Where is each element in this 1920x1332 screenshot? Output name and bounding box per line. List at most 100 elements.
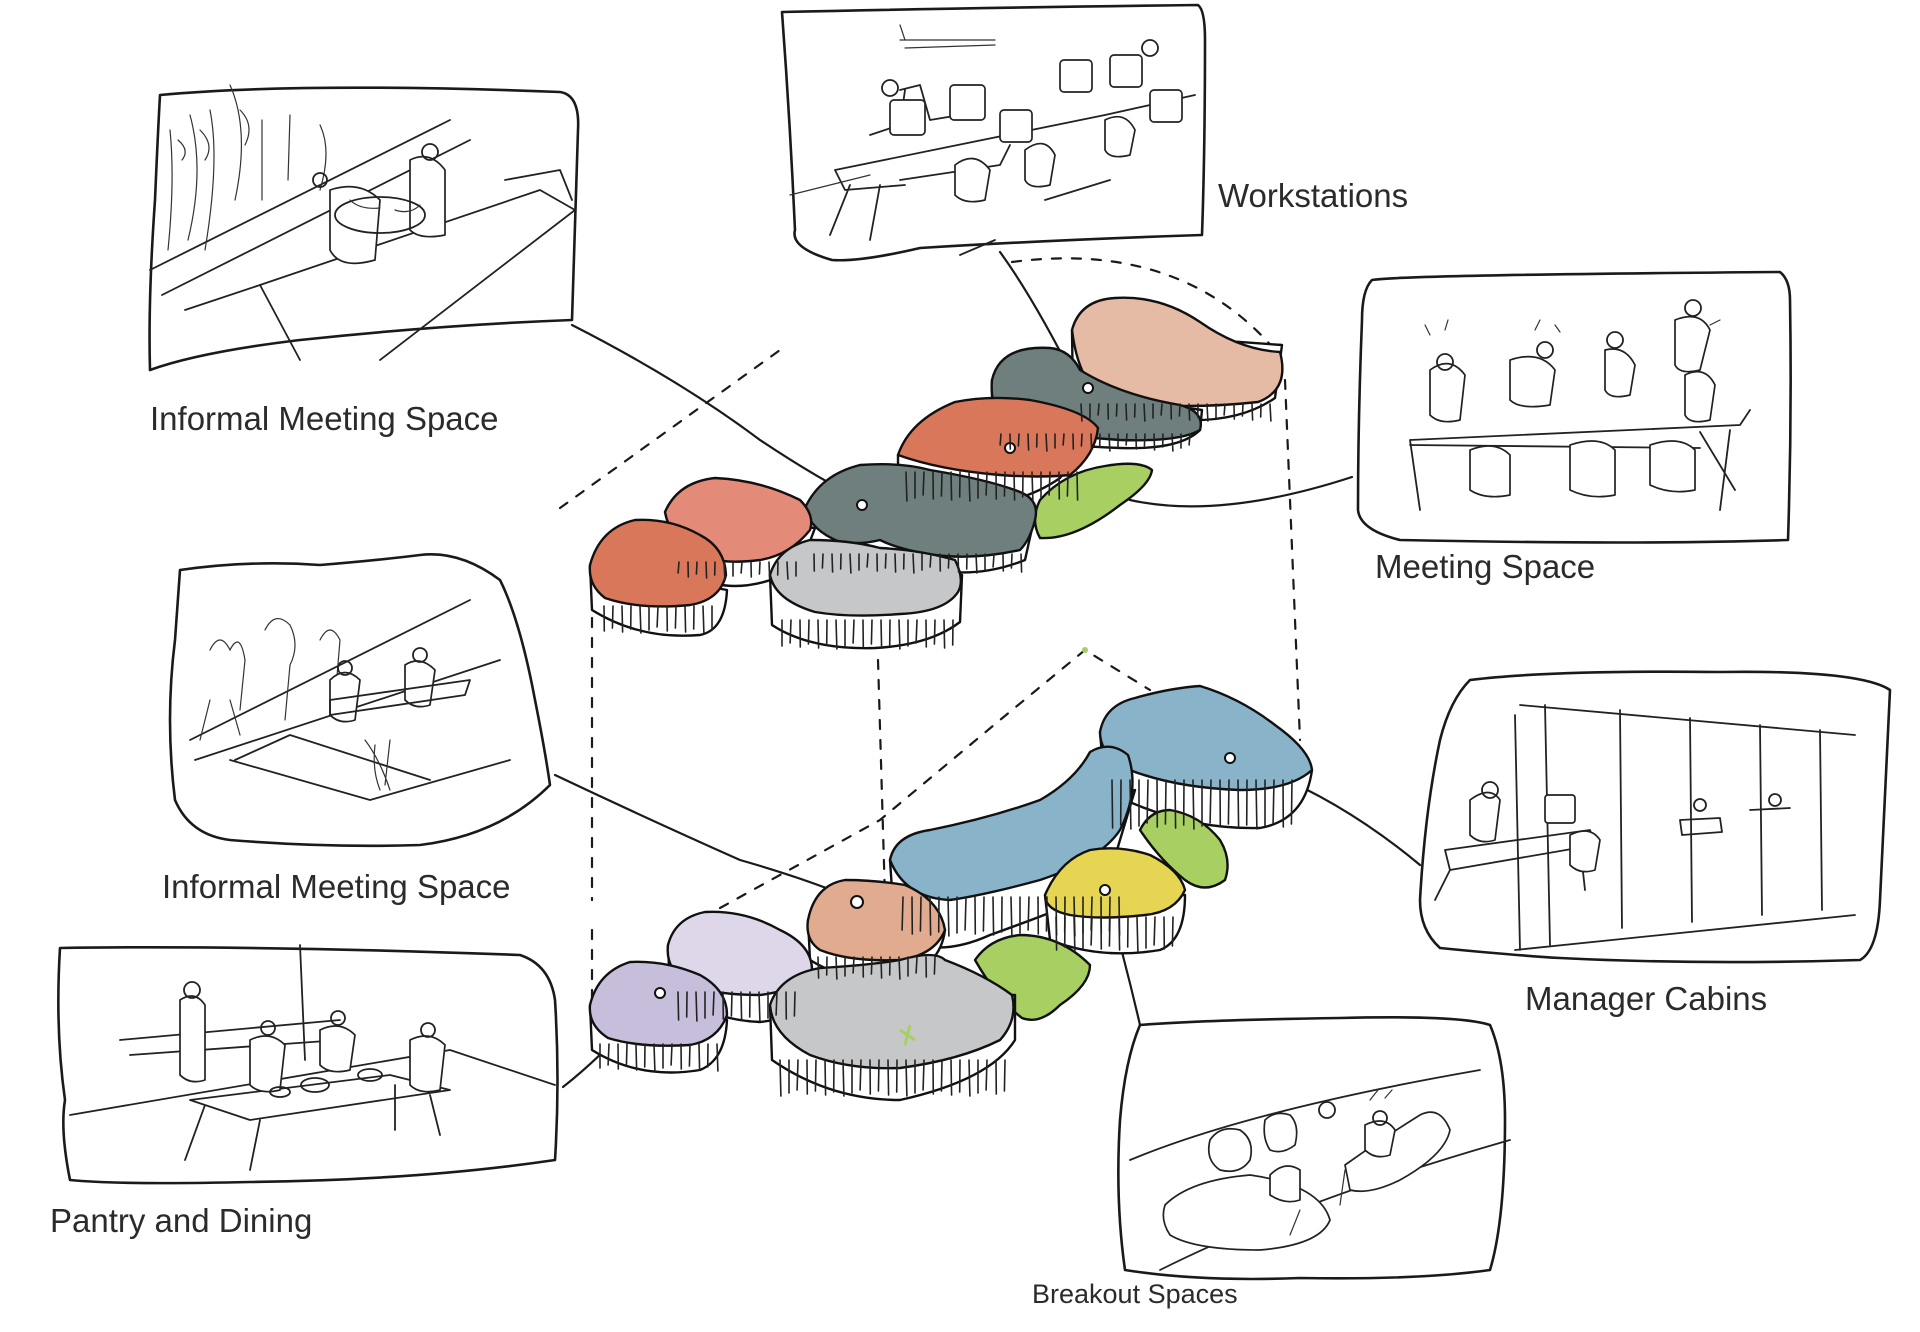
hatch-stroke [685,606,686,632]
hatch-stroke [822,554,823,568]
hatch-stroke [906,1060,907,1096]
hatch-stroke [678,562,679,573]
hatch-stroke [1273,780,1274,823]
sketch-breakout-spaces: Breakout Spaces [1032,1017,1510,1309]
hatch-stroke [969,1060,970,1096]
hatch-stroke [1137,917,1138,951]
hatch-stroke [1291,780,1292,824]
hatch-stroke [1011,554,1012,568]
hatch-stroke [696,562,697,574]
sketch-meeting-space: Meeting Space [1358,272,1791,585]
hatch-stroke [1081,404,1082,421]
hatch-stroke [1126,434,1127,445]
hatch-stroke [1189,434,1190,445]
block-gray-upper [770,540,962,648]
hatch-stroke [1210,780,1211,823]
label-breakout-spaces: Breakout Spaces [1032,1279,1238,1309]
label-manager-cabins: Manager Cabins [1525,980,1767,1017]
hatch-stroke [759,562,760,574]
hatch-stroke [780,1060,781,1096]
sketch-informal-meeting-upper [150,85,579,370]
hatch-stroke [706,562,707,578]
hatch-stroke [993,897,994,935]
hatch-stroke [1228,780,1229,824]
label-workstations: Workstations [1218,177,1408,214]
hatch-stroke [948,554,949,568]
hatch-stroke [1081,434,1082,446]
hatch-stroke [717,1044,718,1071]
hatch-stroke [622,606,623,632]
hatch-stroke [871,957,872,974]
hatch-stroke [731,992,732,1016]
hatch-stroke [871,620,872,644]
hatch-stroke [860,1060,861,1090]
hatch-stroke [976,554,977,573]
hatch-stroke [818,957,819,978]
hatch-stroke [836,957,837,979]
hatch-stroke [1172,434,1173,451]
hatch-stroke [626,1044,627,1066]
hatch-stroke [1147,780,1148,823]
hatch-stroke [965,897,966,930]
hatch-stroke [671,1044,672,1065]
hatch-stroke [1014,472,1015,500]
hatch-stroke [703,606,704,633]
hatch-stroke [759,992,760,1021]
hatch-stroke [1028,897,1029,930]
hatch-stroke [888,1060,889,1095]
hatch-stroke [678,992,679,1020]
hatch-stroke [1144,404,1145,421]
hatch-stroke [797,1060,798,1090]
hatch-stroke [1004,472,1005,496]
hatch-stroke [1179,404,1180,416]
hatch-stroke [1032,472,1033,501]
hatch-stroke [1109,434,1110,451]
hatch-stroke [1242,404,1243,416]
hatch-stroke [654,1044,655,1071]
hatch-stroke [923,472,924,495]
hatch-stroke [1119,917,1120,950]
hatch-stroke [741,562,742,573]
sketch-pantry-dining: Pantry and Dining [50,945,558,1239]
hatch-stroke [724,562,725,579]
hatch-stroke [1049,472,1050,495]
hatch-stroke [850,554,851,573]
hatch-stroke [916,620,917,643]
hatch-stroke [843,1060,844,1096]
hatch-stroke [815,1060,816,1091]
hatch-stroke [853,620,854,643]
hatch-stroke [944,620,945,648]
upper-floor-blocks [590,298,1283,648]
block-blue-right [1100,686,1312,828]
hatch-stroke [790,620,791,643]
hatch-stroke [1098,404,1099,415]
hatch-stroke [951,472,952,500]
label-informal-meeting-upper: Informal Meeting Space [150,400,499,437]
hatch-stroke [1074,917,1075,951]
hatch-stroke [969,472,970,501]
hatch-stroke [899,957,900,979]
hatch-stroke [934,957,935,974]
hatch-stroke [1172,917,1173,946]
hatch-stroke [1189,404,1190,420]
label-informal-meeting-lower: Informal Meeting Space [162,868,511,905]
label-pantry-dining: Pantry and Dining [50,1202,312,1239]
hatch-stroke [930,554,931,567]
hatch-stroke [958,554,959,572]
hatch-stroke [1046,897,1047,931]
hatch-stroke [986,1060,987,1090]
hatch-stroke [1116,404,1117,416]
hatch-stroke [930,897,931,935]
hatch-stroke [1144,434,1145,446]
hatch-stroke [1011,897,1012,936]
sketch-manager-cabins: Manager Cabins [1420,672,1890,1017]
hatch-stroke [1018,434,1019,446]
hatch-stroke [878,1060,879,1091]
hatch-stroke [941,472,942,496]
hatch-stroke [776,992,777,1015]
hatch-stroke [1256,780,1257,829]
hatch-stroke [881,620,882,648]
hatch-stroke [1000,434,1001,445]
hatch-stroke [836,620,837,649]
